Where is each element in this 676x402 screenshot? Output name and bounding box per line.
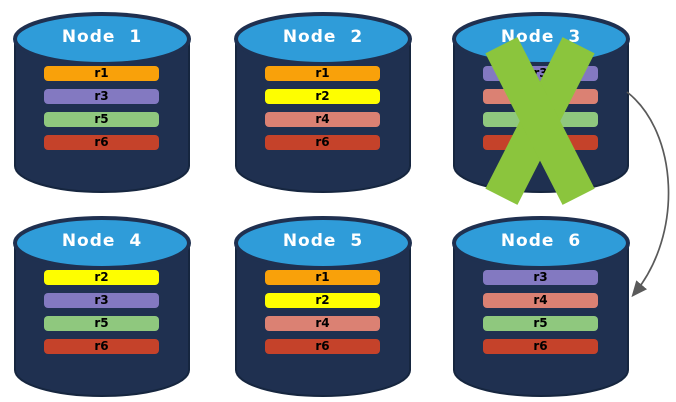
node-title: Node 4 xyxy=(61,231,143,251)
replica-bar: r3 xyxy=(44,89,159,104)
cylinder-top xyxy=(13,216,191,270)
node-4: Node 4 r2 r3 r5 r6 xyxy=(13,212,191,402)
cylinder-top xyxy=(234,12,412,66)
replica-bar: r6 xyxy=(44,339,159,354)
replica-bar: r2 xyxy=(265,89,380,104)
replica-bar: r4 xyxy=(483,293,598,308)
replica-bar: r5 xyxy=(44,316,159,331)
node-2: Node 2 r1 r2 r4 r6 xyxy=(234,8,412,202)
replica-bar: r3 xyxy=(483,270,598,285)
replica-bar: r6 xyxy=(483,339,598,354)
node-title: Node 5 xyxy=(282,231,364,251)
replica-bar: r5 xyxy=(483,316,598,331)
node-5: Node 5 r1 r2 r4 r6 xyxy=(234,212,412,402)
failure-x-icon xyxy=(478,37,602,205)
replica-bar: r6 xyxy=(265,339,380,354)
replica-bar: r6 xyxy=(265,135,380,150)
replica-bar: r4 xyxy=(265,112,380,127)
cylinder-top xyxy=(13,12,191,66)
replica-bar: r5 xyxy=(44,112,159,127)
replica-bar: r1 xyxy=(265,270,380,285)
replica-bar: r2 xyxy=(44,270,159,285)
replica-bar: r6 xyxy=(44,135,159,150)
replica-bar: r1 xyxy=(265,66,380,81)
node-title: Node 6 xyxy=(500,231,582,251)
node-6: Node 6 r3 r4 r5 r6 xyxy=(452,212,630,402)
replica-bar: r3 xyxy=(44,293,159,308)
cylinder-top xyxy=(234,216,412,270)
node-title: Node 1 xyxy=(61,27,143,47)
node-1: Node 1 r1 r3 r5 r6 xyxy=(13,8,191,202)
arrow-curve xyxy=(626,91,670,298)
node-title: Node 2 xyxy=(282,27,364,47)
replica-bar: r2 xyxy=(265,293,380,308)
replica-bar: r1 xyxy=(44,66,159,81)
replica-bar: r4 xyxy=(265,316,380,331)
node-title: Node 3 xyxy=(500,27,582,47)
